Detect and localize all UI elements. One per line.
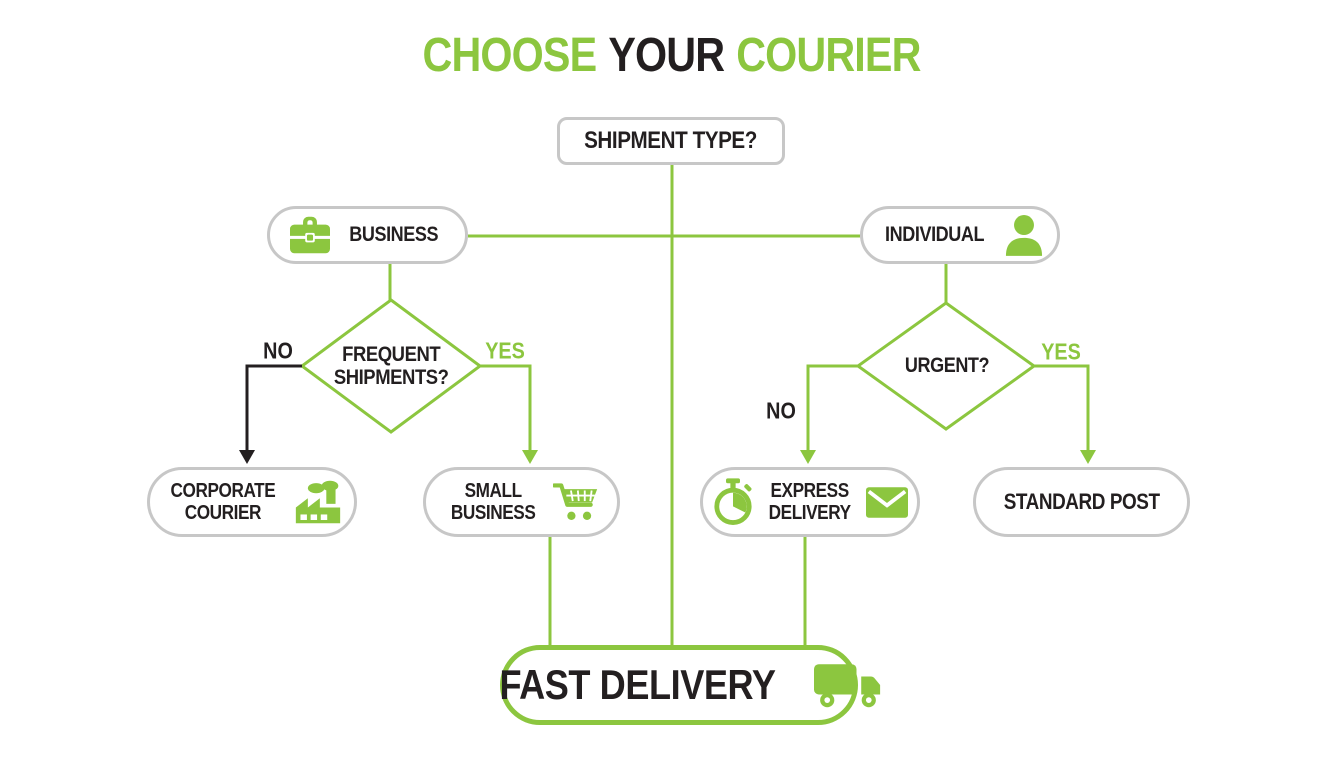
node-standard-post: STANDARD POST: [973, 467, 1190, 537]
urgent-no-label: NO: [766, 397, 796, 424]
frequent-line1: FREQUENT: [341, 342, 441, 366]
connector-frequent-yes: [480, 364, 532, 450]
decision-frequent-shipments-shape: [299, 298, 483, 434]
urgent-yes-label: YES: [1041, 338, 1081, 365]
node-individual: INDIVIDUAL: [860, 206, 1060, 264]
business-label: BUSINESS: [349, 223, 438, 246]
smallbiz-line2: BUSINESS: [451, 502, 536, 524]
arrowhead-frequent-no: [239, 450, 255, 464]
briefcase-icon: [289, 216, 330, 254]
title-word-courier: COURIER: [736, 29, 922, 82]
arrowhead-urgent-no: [800, 450, 816, 464]
decision-urgent-shape: [855, 301, 1037, 431]
title-word-choose: CHOOSE: [423, 29, 598, 82]
node-express-delivery: EXPRESS DELIVERY: [700, 467, 920, 537]
arrowhead-frequent-yes: [522, 450, 538, 464]
cart-icon: [552, 482, 599, 522]
node-shipment-type: SHIPMENT TYPE?: [557, 117, 785, 165]
corporate-line2: COURIER: [184, 502, 262, 524]
node-business: BUSINESS: [267, 206, 468, 264]
shipment-type-label: SHIPMENT TYPE?: [584, 127, 758, 154]
node-small-business: SMALL BUSINESS: [423, 467, 620, 537]
title-word-your: YOUR: [608, 29, 726, 82]
decision-frequent-shipments-label: FREQUENT SHIPMENTS?: [301, 300, 481, 432]
express-line2: DELIVERY: [769, 502, 851, 524]
connector-urgent-no: [806, 364, 858, 450]
envelope-icon: [865, 486, 908, 518]
decision-urgent-label: URGENT?: [858, 303, 1035, 429]
standard-post-label: STANDARD POST: [1003, 489, 1160, 514]
frequent-yes-label: YES: [485, 337, 525, 364]
express-line1: EXPRESS: [770, 480, 850, 502]
frequent-line2: SHIPMENTS?: [333, 366, 449, 389]
fast-delivery-label: FAST DELIVERY: [498, 661, 776, 708]
individual-label: INDIVIDUAL: [885, 223, 985, 246]
stopwatch-icon: [712, 477, 754, 527]
page-title: CHOOSE YOUR COURIER: [0, 28, 1344, 83]
factory-icon: [294, 480, 342, 524]
urgent-label: URGENT?: [904, 354, 989, 378]
node-fast-delivery: FAST DELIVERY: [498, 645, 880, 725]
connector-urgent-yes: [1034, 364, 1090, 450]
person-icon: [1005, 214, 1043, 256]
smallbiz-line1: SMALL: [464, 480, 523, 502]
arrowhead-urgent-yes: [1080, 450, 1096, 464]
node-corporate-courier: CORPORATE COURIER: [147, 467, 357, 537]
corporate-line1: CORPORATE: [170, 480, 276, 502]
frequent-no-label: NO: [263, 337, 293, 364]
connector-frequent-no: [245, 364, 302, 450]
truck-icon: [813, 662, 882, 708]
